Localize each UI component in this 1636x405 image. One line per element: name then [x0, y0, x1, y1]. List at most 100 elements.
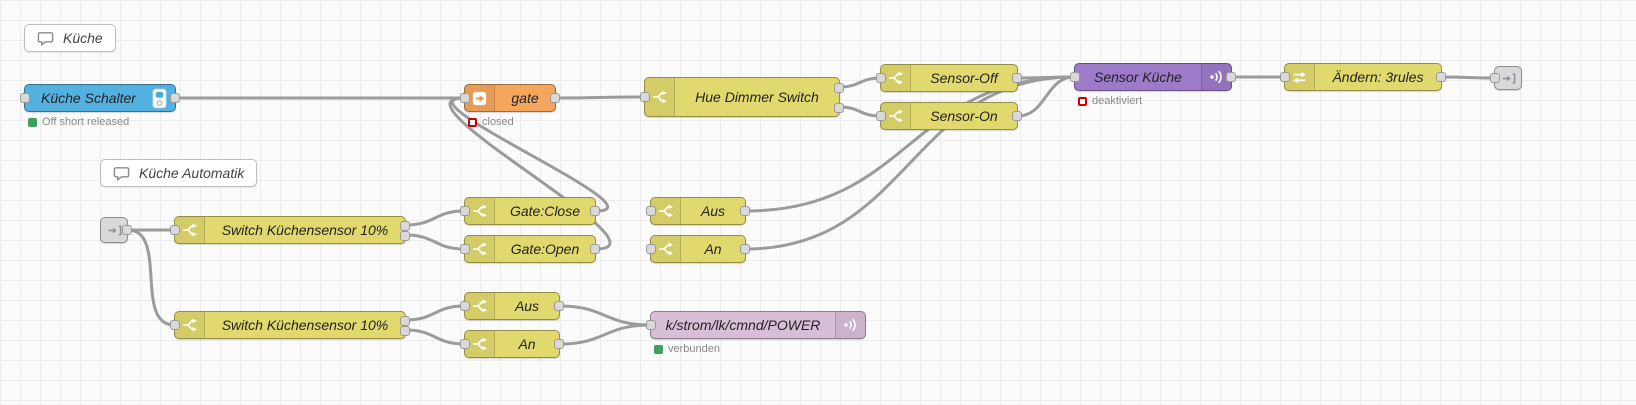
node-label: Ändern: 3rules — [1332, 69, 1424, 85]
output-port[interactable] — [554, 339, 564, 349]
node-sensor-on[interactable]: Sensor-On — [876, 102, 1022, 130]
output-port-2[interactable] — [834, 103, 844, 113]
wire[interactable] — [126, 228, 176, 327]
input-port[interactable] — [460, 339, 470, 349]
input-port[interactable] — [460, 301, 470, 311]
toggle-widget-icon — [152, 88, 167, 109]
switch-icon — [651, 198, 681, 224]
node-switch-kuechensensor-b[interactable]: Switch Küchensensor 10% — [170, 311, 410, 339]
node-aendern-3rules[interactable]: Ändern: 3rules — [1280, 63, 1446, 91]
comment-kueche-automatik[interactable]: Küche Automatik — [100, 159, 258, 187]
switch-icon — [175, 312, 205, 338]
input-port[interactable] — [876, 73, 886, 83]
node-status: Off short released — [28, 116, 129, 128]
node-sensor-kueche[interactable]: Sensor Küche deaktiviert — [1070, 63, 1236, 107]
node-switch-kuechensensor-a[interactable]: Switch Küchensensor 10% — [170, 216, 410, 244]
output-port[interactable] — [170, 93, 180, 103]
input-port[interactable] — [460, 93, 470, 103]
node-label: An — [518, 336, 536, 352]
node-gate[interactable]: gate closed — [460, 84, 560, 128]
output-port-2[interactable] — [400, 326, 410, 336]
status-dot-green — [654, 344, 663, 354]
input-port[interactable] — [876, 111, 886, 121]
node-aus-power[interactable]: Aus — [460, 292, 564, 320]
status-text: deaktiviert — [1092, 95, 1143, 107]
node-sensor-off[interactable]: Sensor-Off — [876, 64, 1022, 92]
comment-kueche[interactable]: Küche — [24, 24, 116, 52]
output-port[interactable] — [1012, 73, 1022, 83]
switch-icon — [645, 78, 675, 116]
broadcast-icon — [835, 312, 865, 338]
node-link-in[interactable] — [100, 217, 132, 243]
input-port[interactable] — [1070, 72, 1080, 82]
status-ring-red — [468, 117, 477, 127]
node-hue-dimmer-switch[interactable]: Hue Dimmer Switch — [640, 77, 844, 117]
output-port[interactable] — [590, 206, 600, 216]
input-port[interactable] — [646, 244, 656, 254]
output-port-2[interactable] — [400, 231, 410, 241]
status-text: closed — [482, 116, 514, 128]
switch-icon — [881, 65, 911, 91]
node-kueche-schalter[interactable]: Küche Schalter Off short released — [20, 84, 180, 128]
input-port[interactable] — [20, 93, 30, 103]
status-text: verbunden — [668, 343, 720, 355]
node-label: Sensor-On — [930, 108, 998, 124]
switch-icon — [465, 236, 495, 262]
wire[interactable] — [404, 233, 466, 251]
output-port-1[interactable] — [400, 316, 410, 326]
output-port[interactable] — [1012, 111, 1022, 121]
node-label: Switch Küchensensor 10% — [221, 317, 389, 333]
comment-label: Küche — [63, 30, 103, 46]
wire[interactable] — [448, 96, 612, 251]
wire[interactable] — [451, 96, 609, 213]
input-port[interactable] — [1280, 72, 1290, 82]
comment-label: Küche Automatik — [139, 165, 245, 181]
wire[interactable] — [554, 95, 646, 100]
node-label: An — [704, 241, 722, 257]
node-label: Switch Küchensensor 10% — [221, 222, 389, 238]
node-status: verbunden — [654, 343, 720, 355]
node-status: deaktiviert — [1078, 95, 1142, 107]
wire[interactable] — [838, 76, 882, 89]
node-label: Küche Schalter — [41, 90, 136, 106]
output-port[interactable] — [122, 225, 132, 235]
input-port[interactable] — [640, 92, 650, 102]
output-port[interactable] — [554, 301, 564, 311]
output-port[interactable] — [740, 206, 750, 216]
wire[interactable] — [404, 209, 466, 227]
input-port[interactable] — [170, 225, 180, 235]
wire[interactable] — [558, 304, 652, 327]
node-label: Hue Dimmer Switch — [695, 89, 819, 105]
wire[interactable] — [558, 323, 652, 346]
node-link-out[interactable] — [1490, 66, 1522, 90]
input-port[interactable] — [646, 206, 656, 216]
output-port-1[interactable] — [834, 83, 844, 93]
node-aus-gate[interactable]: Aus — [646, 197, 750, 225]
node-gate-close[interactable]: Gate:Close — [460, 197, 600, 225]
output-port[interactable] — [590, 244, 600, 254]
input-port[interactable] — [460, 206, 470, 216]
node-an-gate[interactable]: An — [646, 235, 750, 263]
node-gate-open[interactable]: Gate:Open — [460, 235, 600, 263]
input-port[interactable] — [646, 320, 656, 330]
input-port[interactable] — [1490, 73, 1500, 83]
input-port[interactable] — [170, 320, 180, 330]
node-label: Gate:Close — [509, 203, 581, 219]
input-port[interactable] — [460, 244, 470, 254]
switch-icon — [881, 103, 911, 129]
node-an-power[interactable]: An — [460, 330, 564, 358]
status-text: Off short released — [42, 116, 130, 128]
output-port[interactable] — [1436, 72, 1446, 82]
wire[interactable] — [404, 328, 466, 346]
output-port-1[interactable] — [400, 221, 410, 231]
output-port[interactable] — [740, 244, 750, 254]
output-port[interactable] — [550, 93, 560, 103]
wire[interactable] — [404, 304, 466, 322]
node-mqtt-power[interactable]: k/strom/lk/cmnd/POWER verbunden — [646, 311, 866, 355]
change-icon — [1285, 64, 1315, 90]
output-port[interactable] — [1226, 72, 1236, 82]
wire[interactable] — [838, 105, 882, 118]
wire[interactable] — [1440, 75, 1496, 80]
link-icon — [107, 223, 122, 238]
